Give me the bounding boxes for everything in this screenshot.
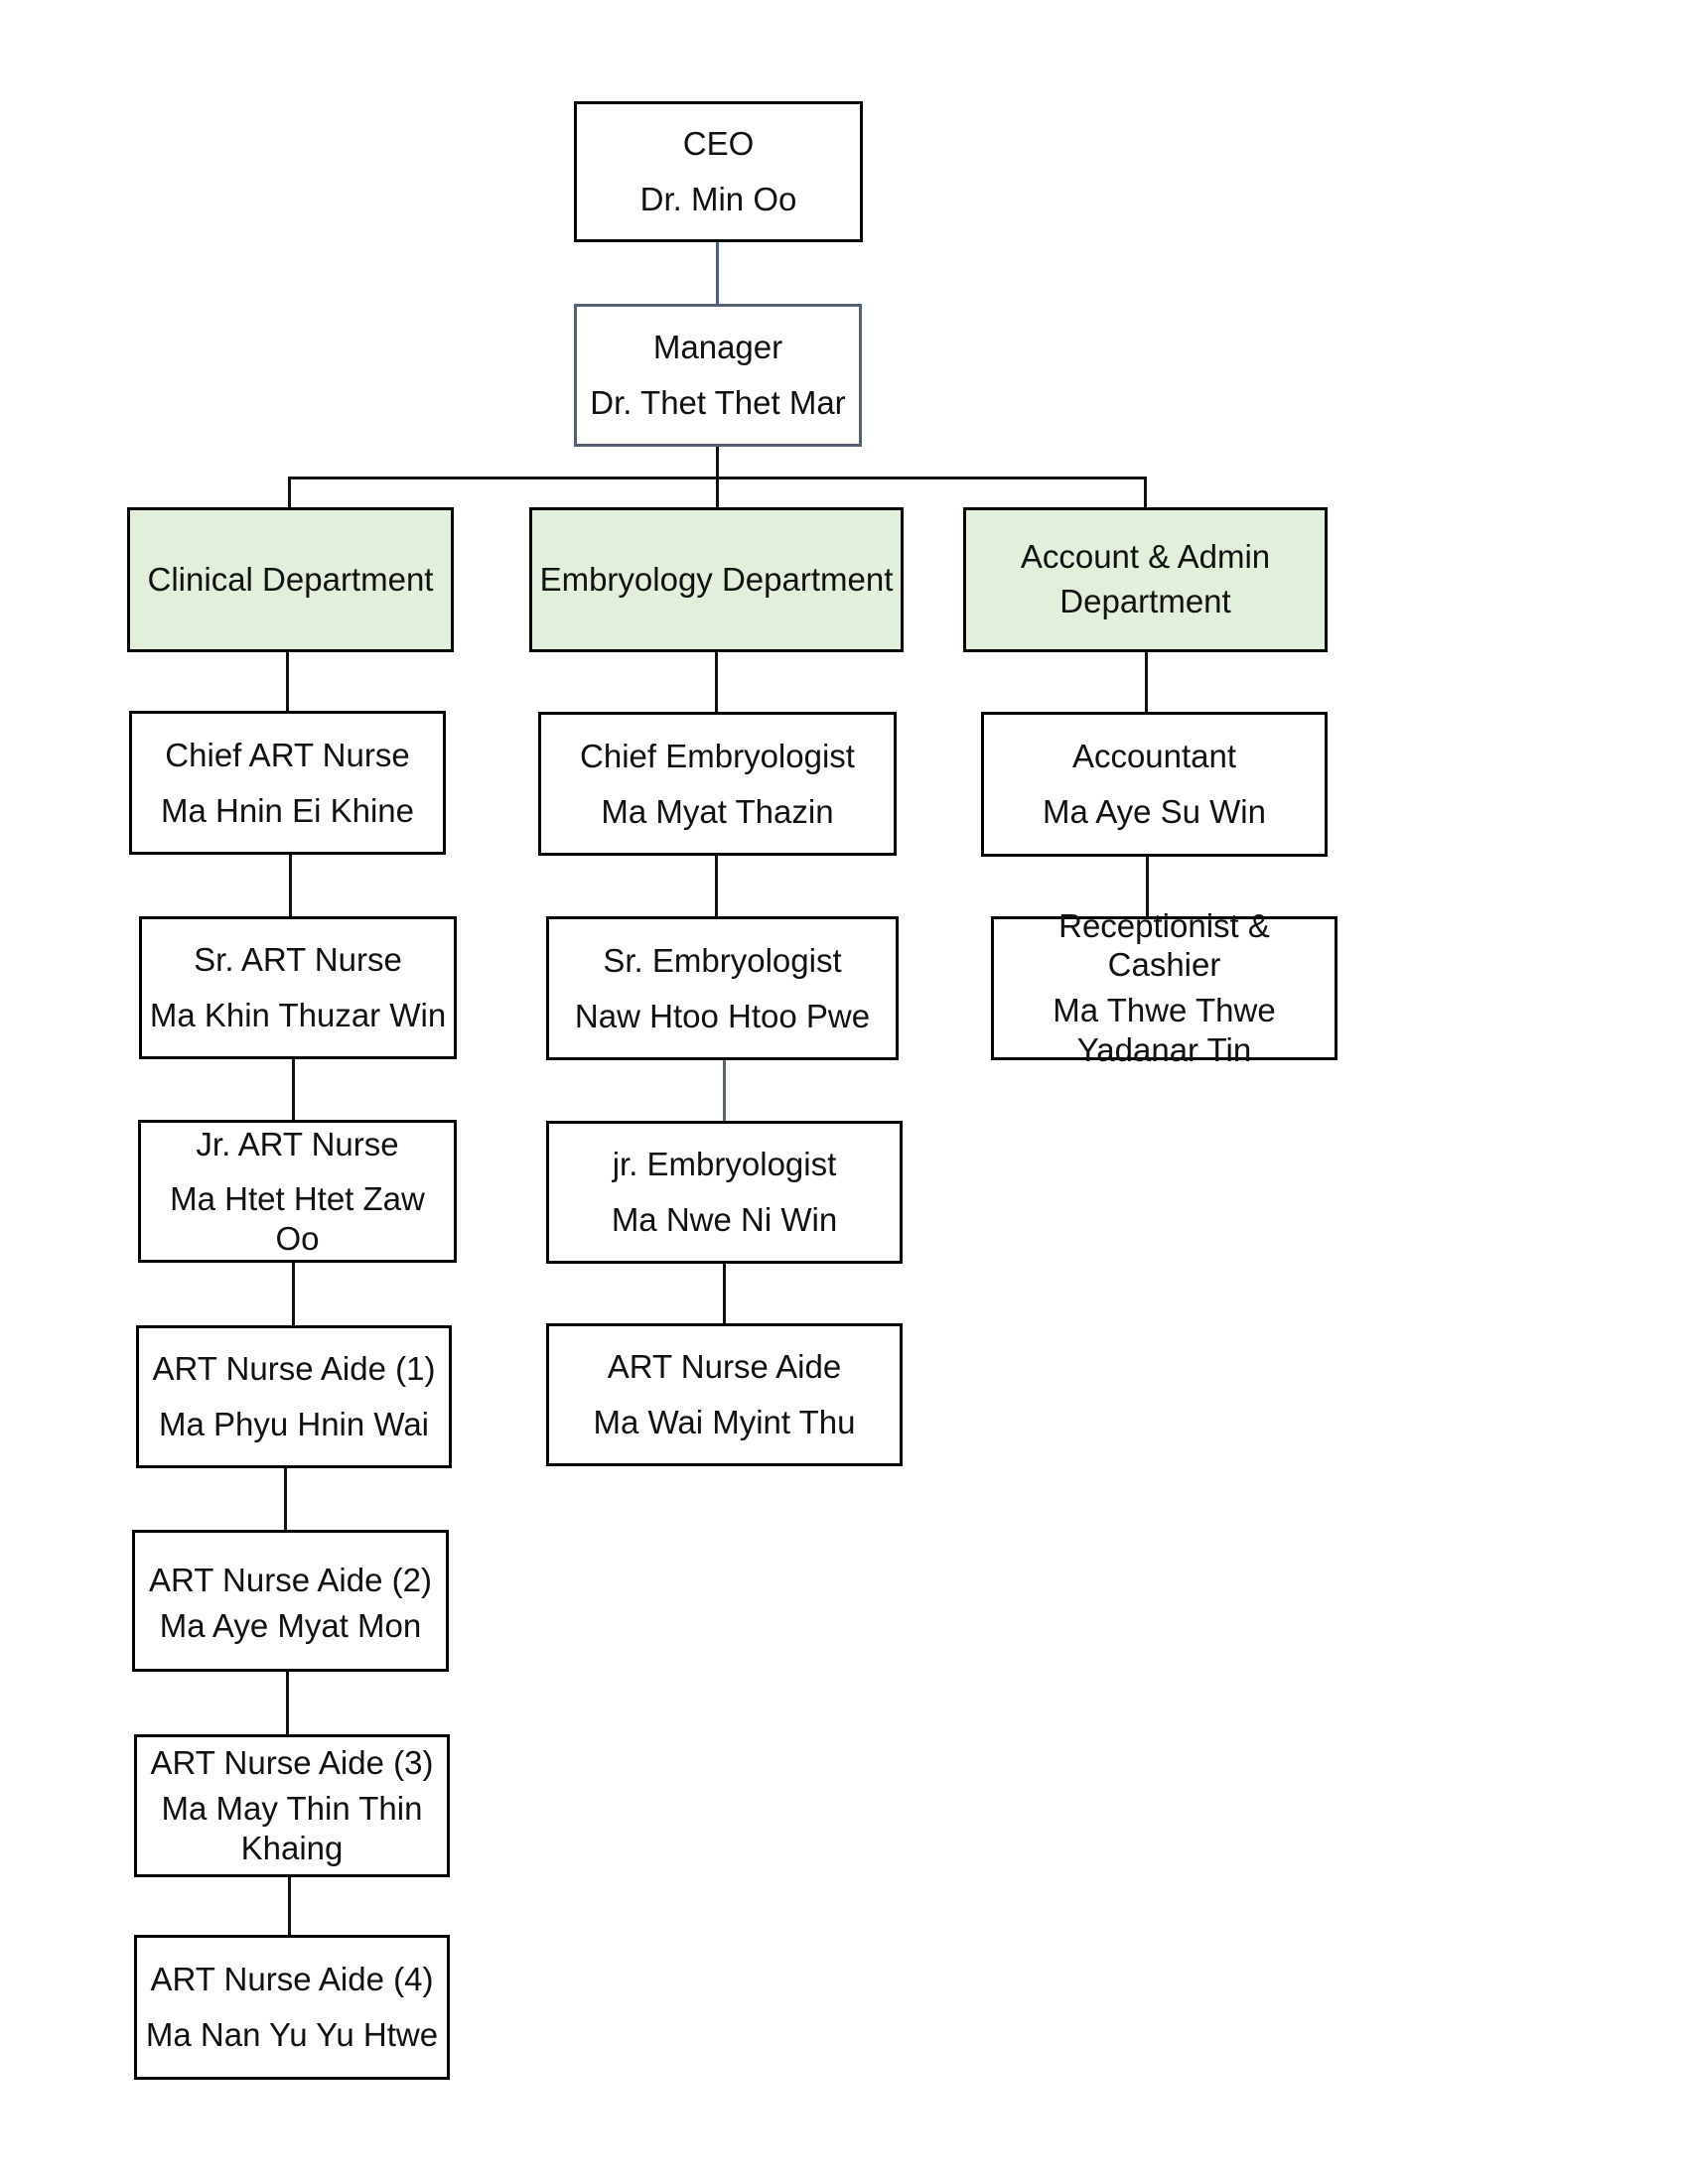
node-title: Sr. Embryologist <box>603 941 842 979</box>
connector-clinical-chief <box>286 652 289 711</box>
connector-aide1-aide2 <box>284 1468 287 1530</box>
node-art-nurse-aide-embryology: ART Nurse Aide Ma Wai Myint Thu <box>546 1323 903 1466</box>
node-person-name: Ma Htet Htet Zaw Oo <box>170 1180 425 1257</box>
node-title: ART Nurse Aide <box>607 1348 842 1386</box>
node-person-name: Dr. Min Oo <box>639 181 797 217</box>
node-person-name: Ma Khin Thuzar Win <box>149 997 447 1033</box>
connector-aide3-aide4 <box>288 1877 291 1935</box>
node-manager: Manager Dr. Thet Thet Mar <box>574 304 862 447</box>
node-person-name: Ma Phyu Hnin Wai <box>158 1406 430 1442</box>
connector-jr-aide1 <box>292 1263 295 1325</box>
node-title: ART Nurse Aide (3) <box>150 1743 434 1781</box>
node-title: ART Nurse Aide (2) <box>149 1562 432 1598</box>
connector-sr-jr-embryo <box>723 1060 726 1121</box>
node-art-nurse-aide-1: ART Nurse Aide (1) Ma Phyu Hnin Wai <box>136 1325 452 1468</box>
node-title: Sr. ART Nurse <box>194 941 402 979</box>
node-art-nurse-aide-4: ART Nurse Aide (4) Ma Nan Yu Yu Htwe <box>134 1935 450 2080</box>
connector-aide2-aide3 <box>286 1672 289 1734</box>
node-person-name: Ma Thwe Thwe Yadanar Tin <box>1053 991 1276 1069</box>
department-label: Embryology Department <box>539 560 894 598</box>
node-chief-embryologist: Chief Embryologist Ma Myat Thazin <box>538 712 897 856</box>
node-person-name: Naw Htoo Htoo Pwe <box>574 997 871 1034</box>
node-clinical-department: Clinical Department <box>127 507 454 652</box>
node-account-admin-department: Account & Admin Department <box>963 507 1328 652</box>
node-title: ART Nurse Aide (1) <box>152 1350 436 1388</box>
node-person-name: Ma Myat Thazin <box>601 792 834 830</box>
connector-accountant-reception <box>1146 857 1149 916</box>
node-person-name: Ma Wai Myint Thu <box>593 1404 856 1440</box>
node-sr-art-nurse: Sr. ART Nurse Ma Khin Thuzar Win <box>139 916 457 1059</box>
node-title: jr. Embryologist <box>612 1146 837 1183</box>
node-title: Manager <box>652 329 783 366</box>
node-sr-embryologist: Sr. Embryologist Naw Htoo Htoo Pwe <box>546 916 899 1060</box>
node-person-name: Ma Nwe Ni Win <box>611 1201 838 1238</box>
department-label: Account & Admin Department <box>1020 538 1271 619</box>
node-jr-embryologist: jr. Embryologist Ma Nwe Ni Win <box>546 1121 903 1264</box>
node-person-name: Ma Aye Myat Mon <box>159 1606 422 1644</box>
node-chief-art-nurse: Chief ART Nurse Ma Hnin Ei Khine <box>129 711 446 855</box>
node-title: Jr. ART Nurse <box>196 1125 399 1162</box>
connector-embryology-chief <box>715 652 718 712</box>
connector-bus-clinical <box>288 478 291 507</box>
node-title: CEO <box>682 125 755 163</box>
node-title: Chief Embryologist <box>580 737 855 774</box>
node-person-name: Ma Aye Su Win <box>1043 793 1266 830</box>
connector-chief-sr-embryo <box>715 856 718 916</box>
node-person-name: Ma May Thin Thin Khaing <box>161 1789 423 1866</box>
department-label: Clinical Department <box>147 560 434 598</box>
node-person-name: Ma Nan Yu Yu Htwe <box>145 2016 439 2053</box>
node-embryology-department: Embryology Department <box>529 507 904 652</box>
node-title: ART Nurse Aide (4) <box>150 1961 434 1998</box>
node-person-name: Dr. Thet Thet Mar <box>590 384 846 421</box>
node-title: Chief ART Nurse <box>165 736 410 773</box>
connector-chief-sr-nurse <box>289 855 292 916</box>
node-ceo: CEO Dr. Min Oo <box>574 101 863 242</box>
node-person-name: Ma Hnin Ei Khine <box>161 791 414 829</box>
node-title: Accountant <box>1071 738 1237 775</box>
connector-sr-jr-nurse <box>292 1059 295 1120</box>
connector-ceo-manager <box>716 242 719 304</box>
node-accountant: Accountant Ma Aye Su Win <box>981 712 1328 857</box>
connector-department-bus <box>288 477 1147 479</box>
node-jr-art-nurse: Jr. ART Nurse Ma Htet Htet Zaw Oo <box>138 1120 457 1263</box>
connector-bus-account <box>1144 478 1147 507</box>
node-title: Receptionist & Cashier <box>1058 906 1270 984</box>
connector-jr-aide-embryo <box>723 1264 726 1323</box>
node-art-nurse-aide-2: ART Nurse Aide (2) Ma Aye Myat Mon <box>132 1530 449 1672</box>
node-art-nurse-aide-3: ART Nurse Aide (3) Ma May Thin Thin Khai… <box>134 1734 450 1877</box>
node-receptionist-cashier: Receptionist & Cashier Ma Thwe Thwe Yada… <box>991 907 1337 1068</box>
connector-account-accountant <box>1145 652 1148 712</box>
